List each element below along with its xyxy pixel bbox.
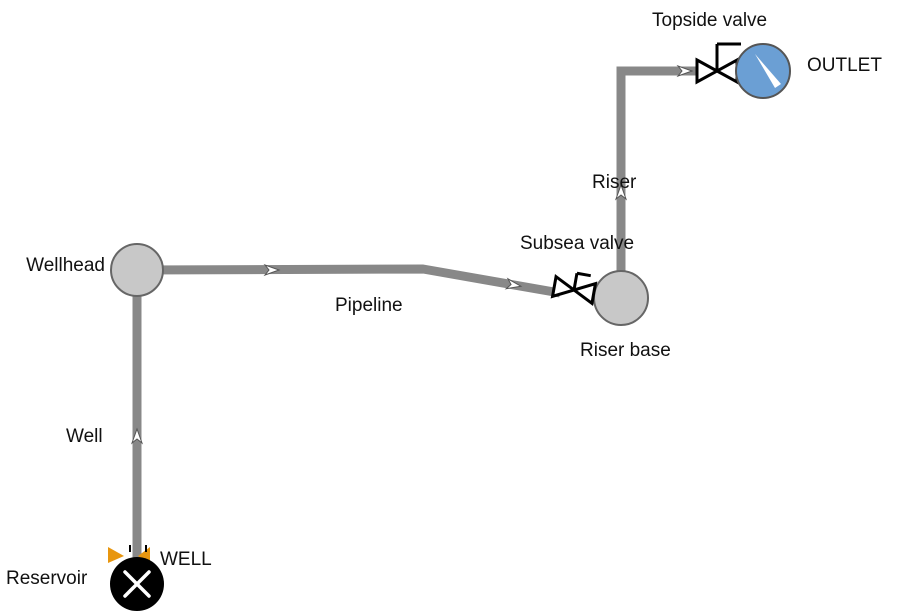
well-marker-label: WELL <box>160 549 212 570</box>
riser-pipe[interactable] <box>616 66 700 296</box>
reservoir-label: Reservoir <box>6 568 88 589</box>
valve-icon <box>695 42 741 85</box>
topside-valve-label: Topside valve <box>652 10 767 31</box>
pipeline-label: Pipeline <box>335 295 403 316</box>
gauge-icon <box>755 54 781 88</box>
well-pipe-label: Well <box>66 426 103 447</box>
subsea-valve-label: Subsea valve <box>520 233 634 254</box>
close-x-icon <box>123 570 151 598</box>
subsea-valve[interactable] <box>550 270 598 306</box>
wellhead-node[interactable] <box>110 243 164 297</box>
well-marker-left-icon <box>108 547 124 563</box>
pipeline-pipe[interactable] <box>136 264 561 298</box>
wellhead-label: Wellhead <box>26 255 105 276</box>
riser-pipe-label: Riser <box>592 172 637 193</box>
riser-base-node[interactable] <box>593 270 649 326</box>
outlet-label: OUTLET <box>807 55 882 76</box>
topside-valve[interactable] <box>695 42 741 85</box>
outlet-node[interactable] <box>735 43 791 99</box>
valve-icon <box>550 271 598 306</box>
riser-base-label: Riser base <box>580 340 671 361</box>
